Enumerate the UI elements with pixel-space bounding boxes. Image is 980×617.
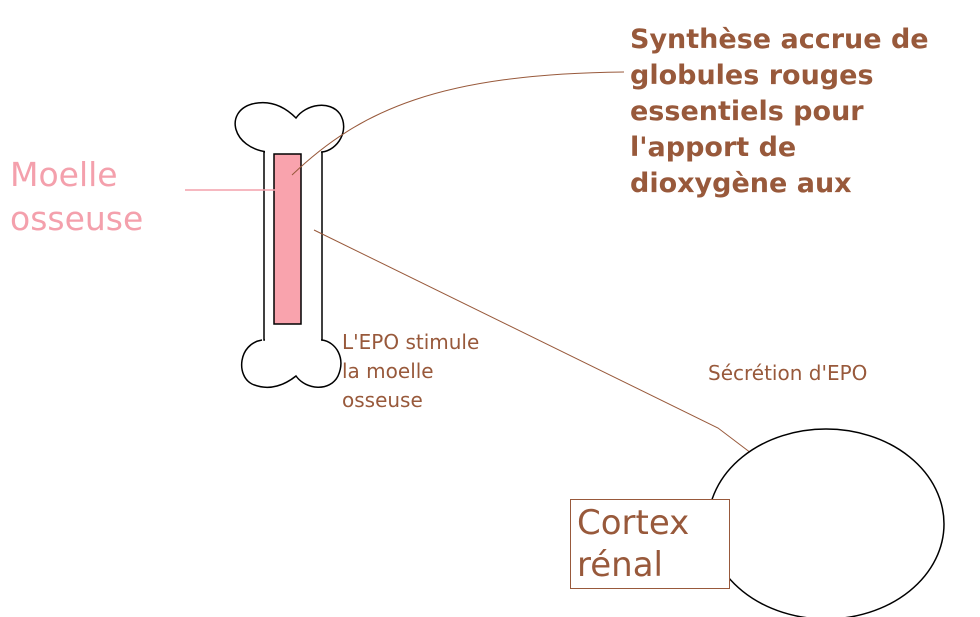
epo-secretion-label: Sécrétion d'EPO xyxy=(708,361,868,385)
synthesis-pointer-line xyxy=(291,71,625,176)
bone-marrow-cavity xyxy=(273,153,302,325)
red-cell-synthesis-label: Synthèse accrue de globules rouges essen… xyxy=(630,24,929,199)
renal-cortex-label: Cortex rénal xyxy=(577,503,690,585)
bone-top-knob xyxy=(234,101,345,153)
epo-stimulates-label: L'EPO stimule la moelle osseuse xyxy=(342,330,480,412)
bone-shaft-join-bottom xyxy=(265,338,321,344)
bone-shape xyxy=(234,101,345,388)
renal-cortex-box: Cortex rénal xyxy=(570,499,730,589)
bone-bottom-knob xyxy=(240,339,342,388)
kidney-cortex-shape xyxy=(707,428,945,617)
bone-shaft-join-top xyxy=(265,148,321,154)
bone-marrow-label: Moelle osseuse xyxy=(10,155,144,238)
